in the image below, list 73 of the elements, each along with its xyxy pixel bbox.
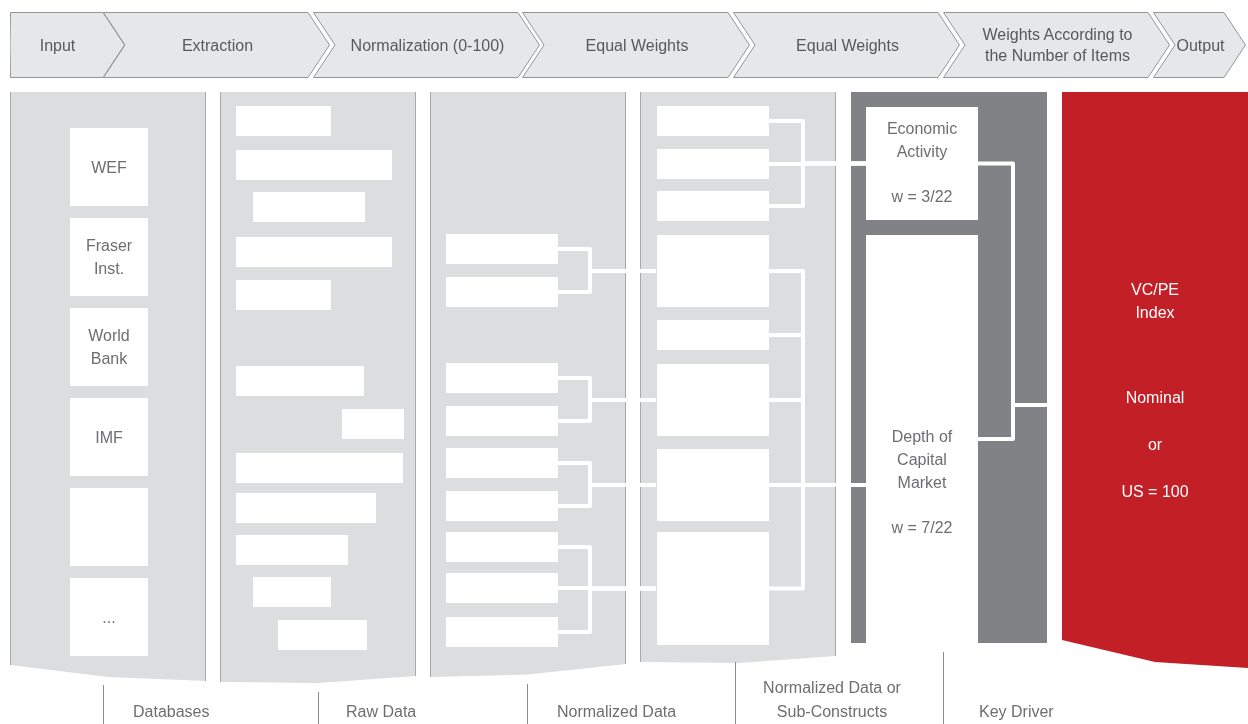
data-bar	[657, 364, 769, 436]
data-bar	[446, 617, 558, 647]
source-box	[70, 578, 148, 656]
source-box	[70, 308, 148, 386]
data-bar	[236, 150, 392, 180]
process-step	[313, 12, 540, 78]
data-bar	[446, 406, 558, 436]
data-bar	[236, 280, 331, 310]
data-bar	[253, 577, 331, 607]
data-bar	[236, 493, 376, 523]
data-bar	[446, 448, 558, 478]
column-label: Raw Data	[346, 702, 417, 722]
data-bar	[278, 620, 367, 650]
source-box	[70, 218, 148, 296]
process-step	[103, 12, 330, 78]
column-panel	[10, 92, 206, 683]
process-step	[733, 12, 960, 78]
driver-label: w = 7/22	[891, 518, 953, 538]
step-label: Extraction	[181, 35, 254, 56]
column-label: Normalized Data	[557, 702, 677, 722]
data-bar	[446, 573, 558, 603]
source-box	[70, 488, 148, 566]
data-bar	[236, 106, 331, 136]
process-step	[522, 12, 750, 78]
data-bar	[657, 320, 769, 350]
step-label: Normalization (0-100)	[350, 35, 505, 56]
data-bar	[236, 366, 364, 396]
data-bar	[446, 491, 558, 521]
column-label: Key Driver	[979, 702, 1054, 722]
process-step	[1153, 12, 1246, 78]
data-bar	[446, 277, 558, 307]
driver-label: Economic Activity	[885, 119, 959, 162]
step-label: Weights According to the Number of Items	[981, 25, 1134, 66]
source-label: Fraser Inst.	[84, 236, 134, 279]
data-bar	[236, 237, 392, 267]
column-label: Normalized Data or Sub-Constructs	[762, 678, 902, 722]
data-bar	[236, 535, 348, 565]
index-panel	[1062, 92, 1248, 668]
data-bar	[657, 235, 769, 307]
driver-label: Depth of Capital Market	[890, 427, 954, 493]
process-step	[10, 12, 125, 78]
source-box	[70, 128, 148, 206]
data-bar	[657, 149, 769, 179]
column-label: Databases	[133, 702, 210, 722]
step-label: Output	[1176, 35, 1225, 56]
column-panel	[851, 92, 1047, 643]
data-bar	[446, 234, 558, 264]
data-bar	[236, 453, 403, 483]
index-label: US = 100	[1121, 482, 1189, 502]
data-bar	[446, 363, 558, 393]
data-bar	[657, 191, 769, 221]
driver-box	[866, 107, 978, 220]
data-bar	[657, 532, 769, 645]
data-bar	[446, 532, 558, 562]
connector-line	[768, 161, 866, 208]
driver-box	[866, 235, 978, 643]
source-label: IMF	[95, 427, 123, 448]
index-label: VC/PE Index	[1130, 280, 1180, 323]
data-bar	[342, 409, 404, 439]
source-label: WEF	[91, 157, 127, 178]
index-label: Nominal	[1125, 388, 1185, 408]
source-label: World Bank	[87, 326, 131, 369]
step-label: Equal Weights	[796, 35, 899, 56]
index-label: or	[1147, 435, 1163, 455]
column-panel	[220, 92, 416, 683]
data-bar	[657, 106, 769, 136]
data-bar	[657, 449, 769, 521]
source-box	[70, 398, 148, 476]
step-label: Input	[39, 35, 76, 56]
step-label: Equal Weights	[585, 35, 689, 56]
data-bar	[253, 192, 365, 222]
driver-label: w = 3/22	[891, 187, 953, 207]
source-label: ...	[102, 607, 116, 628]
